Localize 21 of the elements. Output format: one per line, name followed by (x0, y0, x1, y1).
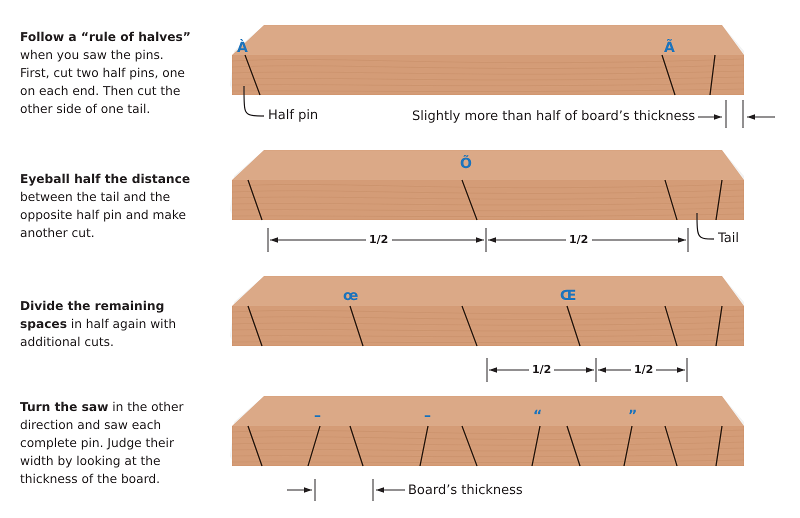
leader-line (243, 86, 264, 117)
step-mark: À (237, 41, 248, 55)
instruction-text: Eyeball half the distance between the tail and the opposite half pin and make another cut. (20, 171, 192, 242)
callout-text: Half pin (268, 108, 318, 124)
instruction-text: Follow a “rule of halves” when you saw the pins. First, cut two half pins, one on each end. Then cut the other side of one tail. (20, 29, 192, 118)
instruction-text: Divide the remaining spaces in half again with additional cuts. (20, 298, 178, 351)
step-mark: Ã (664, 41, 675, 55)
dimension-label: 1/2 (631, 364, 656, 376)
step-mark: ” (628, 409, 638, 423)
dimension-label: 1/2 (529, 364, 554, 376)
step-mark: – (424, 409, 431, 423)
step-mark: – (314, 409, 321, 423)
callout-text: Tail (718, 231, 739, 247)
step-mark: œ (343, 289, 358, 303)
leader-line (696, 213, 714, 240)
step-mark: Œ (560, 289, 576, 303)
dimension-label: Slightly more than half of board’s thickness (412, 109, 696, 125)
dimension-label: Board’s thickness (408, 483, 523, 499)
step-mark: “ (533, 409, 542, 423)
instruction-text: Turn the saw in the other direction and saw each complete pin. Judge their width by looking at the thickness of the board. (20, 399, 185, 488)
step-mark: Õ (460, 157, 472, 171)
